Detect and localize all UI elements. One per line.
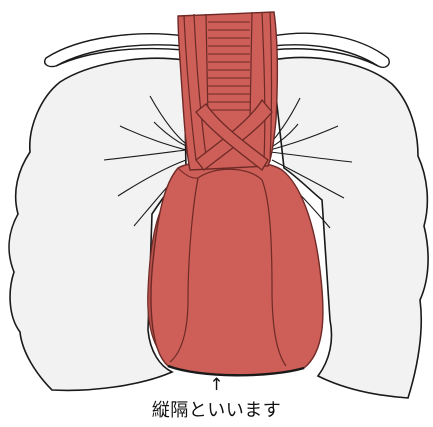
mediastinum-caption: 縦隔といいます <box>0 400 433 422</box>
pointer-arrow: ↑ <box>0 376 433 394</box>
trachea-and-vessels <box>178 12 277 170</box>
mediastinum <box>148 160 323 375</box>
